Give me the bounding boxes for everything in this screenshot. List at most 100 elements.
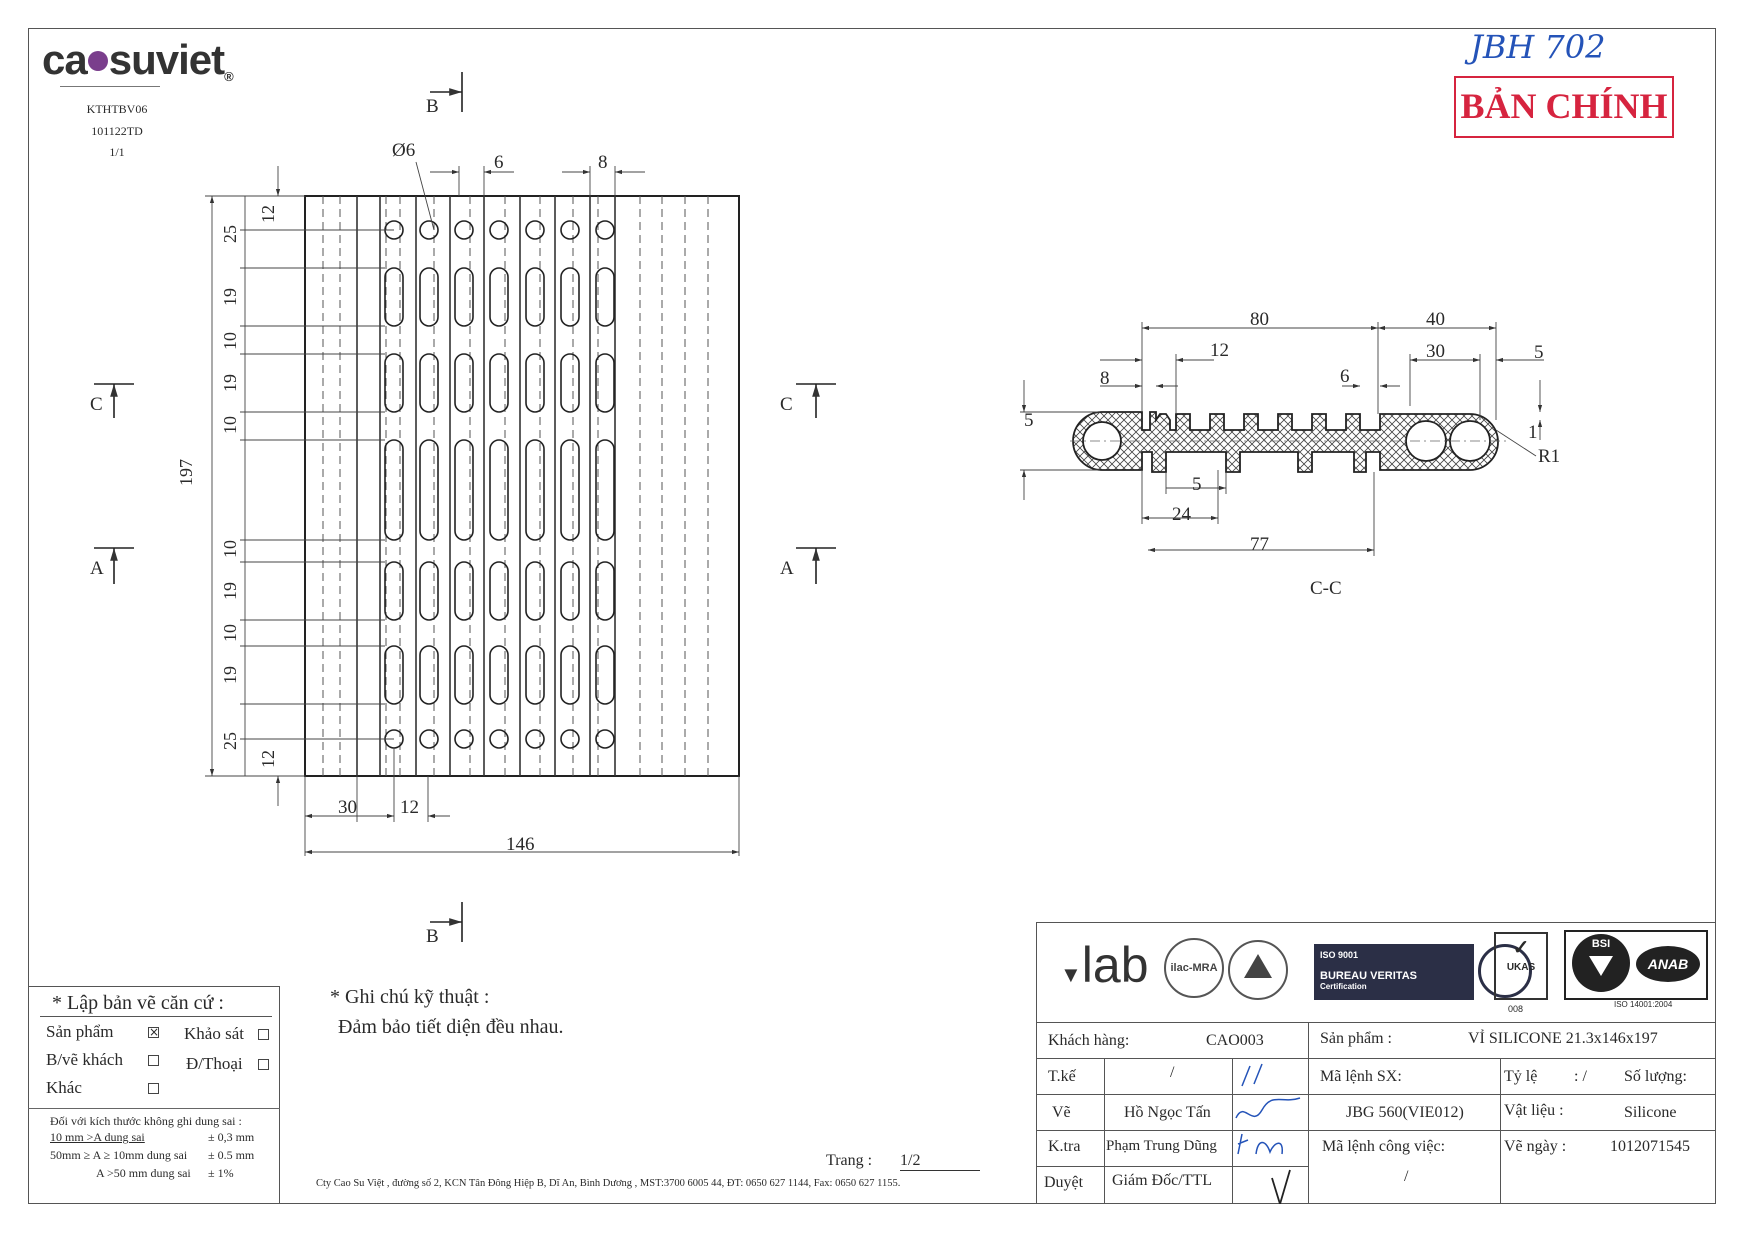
dim-v-10-b: 10: [220, 416, 240, 434]
handwritten-note: JBH 702: [1470, 28, 1606, 66]
tb-line-1: [1036, 1022, 1716, 1023]
approve-label: Duyệt: [1044, 1174, 1084, 1191]
dim-v-19-b: 19: [220, 374, 240, 392]
cc-dim-80: 80: [1250, 309, 1269, 330]
iso-14001-caption: ISO 14001:2004: [1614, 1000, 1673, 1009]
drawing-frame: [28, 28, 1716, 1204]
tb-vline-2: [1232, 1058, 1233, 1204]
basis-checkbox-other[interactable]: [148, 1083, 159, 1094]
material-label: Vật liệu :: [1504, 1102, 1564, 1119]
dim-v-10-a: 10: [220, 332, 240, 350]
company-address-footer: Cty Cao Su Việt , đường số 2, KCN Tân Đô…: [316, 1178, 901, 1189]
order-value: JBG 560(VIE012): [1346, 1104, 1464, 1121]
tb-line-2: [1036, 1058, 1716, 1059]
product-value: VỈ SILICONE 21.3x146x197: [1468, 1030, 1658, 1047]
basis-label-phone: Đ/Thoại: [186, 1054, 243, 1073]
section-c-left: C: [90, 394, 103, 415]
quantity-label: Số lượng:: [1624, 1068, 1687, 1085]
dim-v-12-top: 12: [258, 205, 278, 223]
material-value: Silicone: [1624, 1104, 1677, 1121]
dim-146: 146: [506, 834, 535, 855]
cc-dim-40: 40: [1426, 309, 1445, 330]
technical-notes-title: * Ghi chú kỹ thuật :: [330, 986, 490, 1008]
scale-value: : /: [1574, 1068, 1587, 1085]
tb-line-5: [1036, 1166, 1308, 1167]
scale-label: Tỷ lệ: [1504, 1068, 1538, 1085]
rib-lines: [356, 196, 616, 776]
cc-dim-8: 8: [1100, 368, 1110, 389]
tb-vline-1: [1104, 1058, 1105, 1204]
basis-checkbox-customer-drawing[interactable]: [148, 1055, 159, 1066]
section-b-bottom: B: [426, 926, 439, 947]
basis-checkbox-phone[interactable]: [258, 1059, 269, 1070]
dim-v-10-d: 10: [220, 624, 240, 642]
tb-line-4: [1036, 1130, 1716, 1131]
ilac-mra-logo: ilac-MRA: [1164, 938, 1224, 998]
date-label: Vẽ ngày :: [1504, 1138, 1567, 1155]
dim-top-6: 6: [494, 152, 504, 173]
cross-section-profile: [1070, 411, 1510, 473]
section-c-right: C: [780, 394, 793, 415]
tolerance-title: Đối với kích thước không ghi dung sai :: [50, 1114, 242, 1128]
cc-dim-1: 1: [1528, 422, 1538, 443]
cc-dim-5-left: 5: [1024, 410, 1034, 431]
doc-sheet: 1/1: [109, 145, 125, 159]
dim-12: 12: [400, 797, 419, 818]
drawing-basis-title: * Lập bản vẽ căn cứ :: [52, 992, 224, 1014]
bottom-dimensions: [304, 748, 740, 856]
page-number: 1/2: [900, 1152, 980, 1171]
bureau-veritas-logo: ISO 9001 BUREAU VERITAS Certification: [1314, 944, 1474, 1000]
drawing-basis-underline: [40, 1016, 272, 1017]
customer-label: Khách hàng:: [1048, 1032, 1130, 1049]
hole-pattern: [384, 220, 615, 749]
basis-separator: [28, 1108, 280, 1109]
cc-dimensions: [1020, 322, 1544, 556]
draw-value: Hồ Ngọc Tấn: [1124, 1104, 1211, 1121]
cc-dim-30: 30: [1426, 341, 1445, 362]
section-a-left: A: [90, 558, 104, 579]
dim-v-25-bottom: 25: [220, 732, 240, 750]
check-value: Phạm Trung Dũng: [1106, 1138, 1217, 1154]
cc-dim-24: 24: [1172, 504, 1192, 525]
ukas-number: 008: [1508, 1004, 1524, 1014]
bsi-logo: BSI: [1572, 934, 1630, 992]
basis-checkbox-survey[interactable]: [258, 1029, 269, 1040]
dim-v-19-a: 19: [220, 288, 240, 306]
dim-v-25-top: 25: [220, 225, 240, 243]
signatures-graphic: [1235, 1063, 1301, 1204]
cc-dim-77: 77: [1250, 534, 1269, 555]
tolerance-range-1: 10 mm >A dung sai: [50, 1130, 145, 1144]
section-markers: [94, 72, 836, 942]
title-block: [1036, 922, 1716, 1204]
dim-v-19-c: 19: [220, 582, 240, 600]
dim-v-10-c: 10: [220, 540, 240, 558]
cc-dim-5-right: 5: [1534, 342, 1544, 363]
hidden-lines: [322, 196, 709, 776]
dim-v-12-bottom: 12: [258, 750, 278, 768]
bsi-anab-logo: [1564, 930, 1708, 1000]
draw-label: Vẽ: [1052, 1104, 1071, 1121]
logo-underline: [60, 86, 160, 87]
tb-vline-3: [1308, 1022, 1309, 1204]
tolerance-value-3: ± 1%: [208, 1166, 234, 1180]
accreditation-seal-icon: [1228, 940, 1288, 1000]
dim-30: 30: [338, 797, 357, 818]
dim-top-8: 8: [598, 152, 608, 173]
cc-dim-r1: R1: [1538, 446, 1560, 467]
page-label: Trang :: [826, 1152, 873, 1169]
basis-label-customer-drawing: B/vẽ khách: [46, 1050, 123, 1069]
check-label: K.tra: [1048, 1138, 1081, 1155]
tb-line-3: [1036, 1094, 1716, 1095]
dim-197: 197: [176, 459, 196, 486]
tb-vline-4: [1500, 1058, 1501, 1204]
tolerance-range-3: A >50 mm dung sai: [96, 1166, 191, 1180]
order-label: Mã lệnh SX:: [1320, 1068, 1402, 1085]
basis-checkbox-product[interactable]: [148, 1027, 159, 1038]
cc-dim-12: 12: [1210, 340, 1229, 361]
tolerance-value-2: ± 0.5 mm: [208, 1148, 255, 1162]
tolerance-range-2: 50mm ≥ A ≥ 10mm dung sai: [50, 1148, 188, 1162]
plate-outline: [304, 195, 740, 777]
basis-label-survey: Khảo sát: [184, 1024, 244, 1043]
